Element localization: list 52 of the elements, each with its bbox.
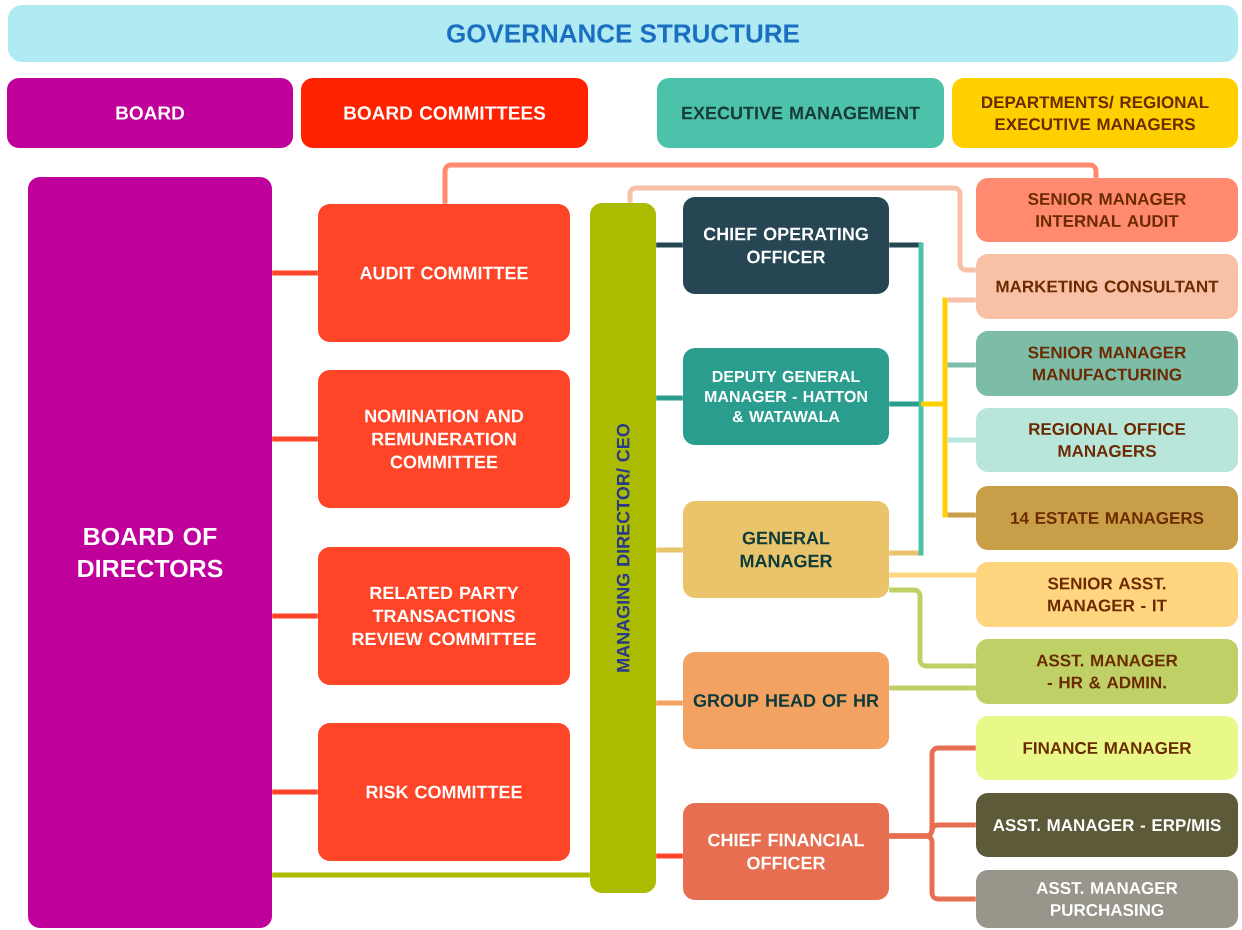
column-header: EXECUTIVE MANAGEMENT [657, 78, 944, 148]
connector-line [889, 833, 976, 902]
executive-box: CHIEF FINANCIAL OFFICER [683, 803, 889, 900]
board-box: BOARD OF DIRECTORS [28, 177, 272, 928]
title-band: GOVERNANCE STRUCTURE [8, 5, 1238, 62]
connector-line [889, 572, 976, 578]
department-box: MARKETING CONSULTANT [976, 254, 1238, 319]
connector-line [947, 512, 976, 518]
committee-box: AUDIT COMMITTEE [318, 204, 570, 342]
connector-line [947, 437, 976, 443]
connector-line [627, 185, 976, 273]
department-box: ASST. MANAGER PURCHASING [976, 870, 1238, 928]
committee-box: RELATED PARTY TRANSACTIONS REVIEW COMMITTEE [318, 547, 570, 685]
connector-line [656, 242, 683, 248]
connector-line [947, 297, 976, 303]
connector-line [918, 242, 924, 556]
column-header: BOARD [7, 78, 293, 148]
department-box: ASST. MANAGER - HR & ADMIN. [976, 639, 1238, 704]
connector-line [272, 613, 318, 619]
connector-line [889, 587, 976, 669]
committee-box: RISK COMMITTEE [318, 723, 570, 861]
connector-line [656, 547, 683, 553]
connector-line [272, 872, 590, 878]
connector-line [272, 270, 318, 276]
committee-box: NOMINATION AND REMUNERATION COMMITTEE [318, 370, 570, 508]
executive-box: GROUP HEAD OF HR [683, 652, 889, 749]
connector-line [947, 362, 976, 368]
connector-line [442, 162, 1099, 204]
department-box: REGIONAL OFFICE MANAGERS [976, 408, 1238, 472]
executive-box: GENERAL MANAGER [683, 501, 889, 598]
department-box: 14 ESTATE MANAGERS [976, 486, 1238, 550]
executive-box: CHIEF OPERATING OFFICER [683, 197, 889, 294]
department-box: ASST. MANAGER - ERP/MIS [976, 793, 1238, 857]
connector-line [889, 401, 921, 407]
connector-line [656, 700, 683, 706]
executive-box: DEPUTY GENERAL MANAGER - HATTON & WATAWALA [683, 348, 889, 445]
connector-line [889, 685, 976, 691]
department-box: FINANCE MANAGER [976, 716, 1238, 780]
ceo-bar: MANAGING DIRECTOR/ CEO [590, 203, 656, 893]
column-header: DEPARTMENTS/ REGIONAL EXECUTIVE MANAGERS [952, 78, 1238, 148]
connector-line [656, 395, 683, 401]
connector-line [272, 436, 318, 442]
department-box: SENIOR MANAGER INTERNAL AUDIT [976, 178, 1238, 242]
connector-line [942, 297, 948, 518]
connector-line [656, 853, 683, 859]
connector-line [889, 550, 921, 556]
department-box: SENIOR MANAGER MANUFACTURING [976, 331, 1238, 396]
connector-line [272, 789, 318, 795]
connector-line [921, 401, 945, 407]
column-header: BOARD COMMITTEES [301, 78, 588, 148]
connector-line [889, 242, 921, 248]
department-box: SENIOR ASST. MANAGER - IT [976, 562, 1238, 627]
